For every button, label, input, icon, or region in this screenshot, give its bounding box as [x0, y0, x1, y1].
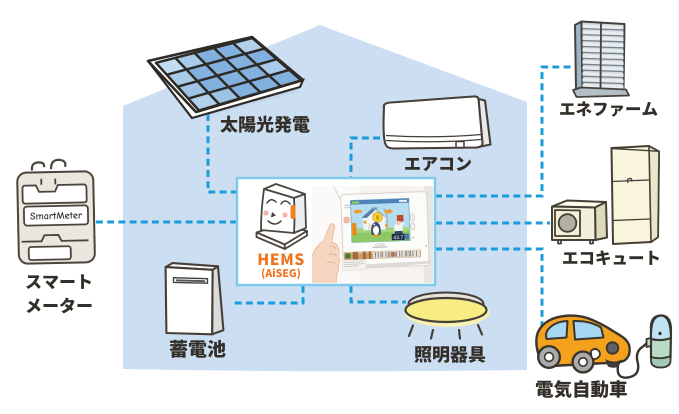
svg-text:43.7: 43.7	[393, 235, 403, 241]
svg-text:¥: ¥	[376, 215, 380, 222]
